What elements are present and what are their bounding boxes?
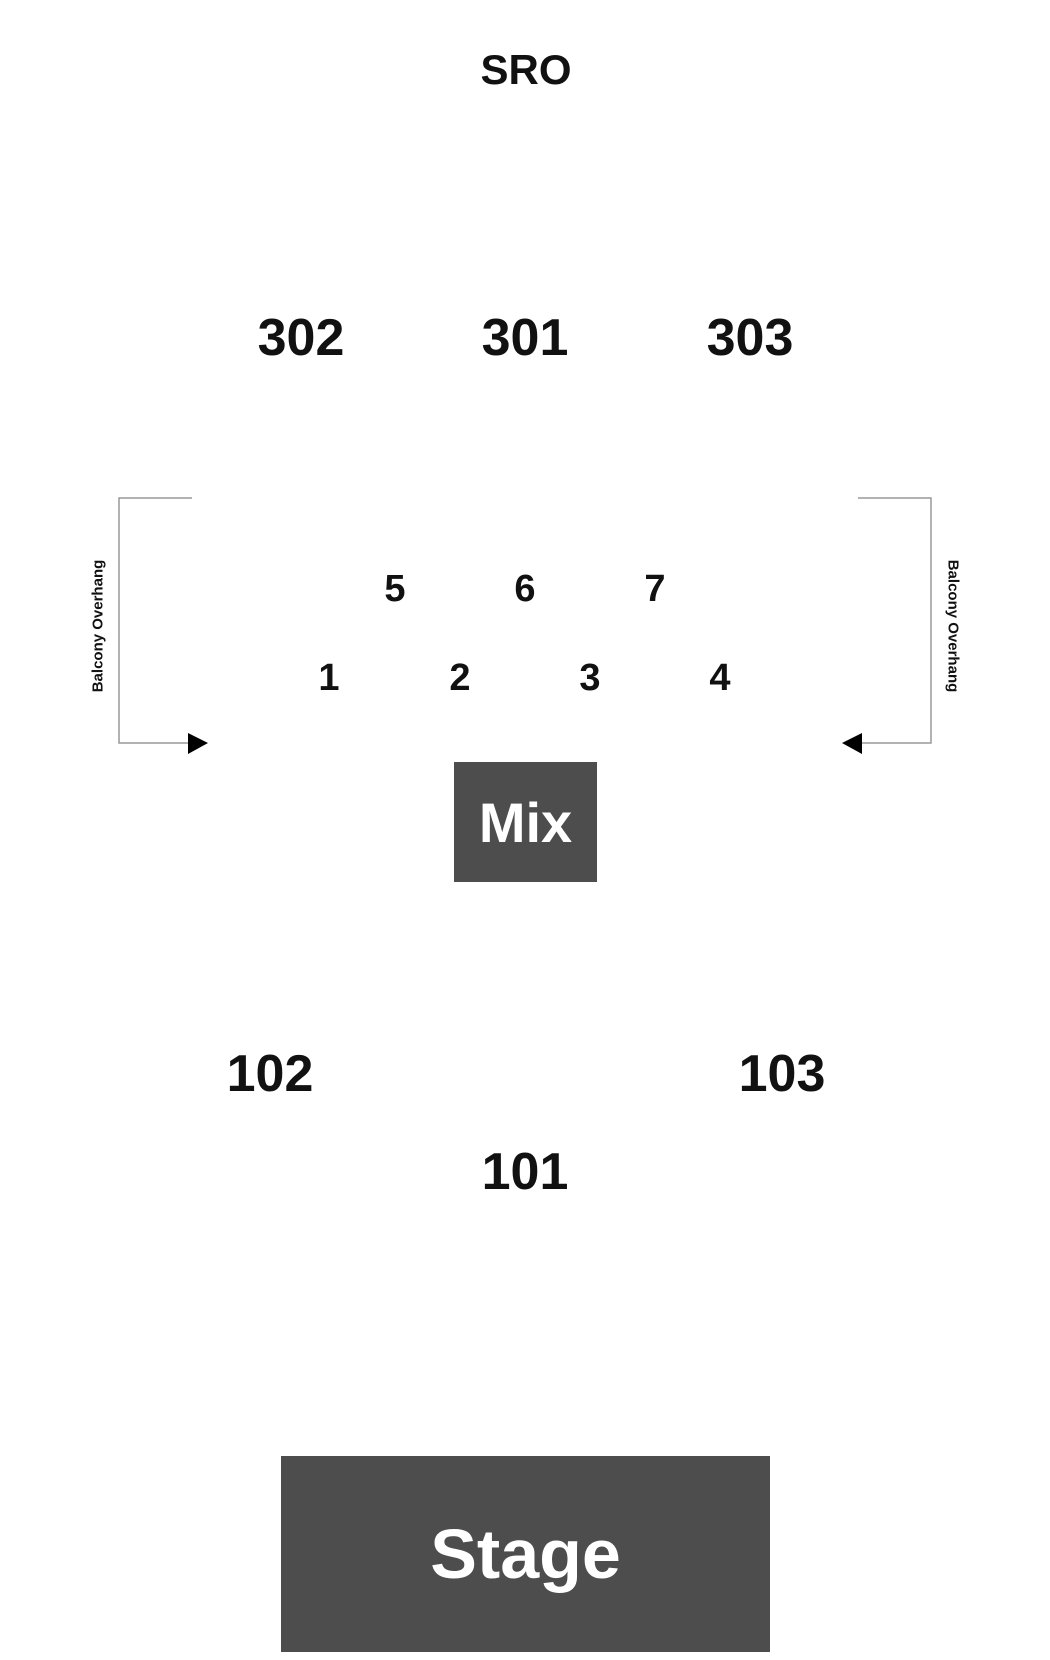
section-1[interactable]: 1 — [318, 657, 340, 699]
stage-label: Stage — [430, 1515, 621, 1593]
mix-label: Mix — [478, 790, 573, 854]
section-6[interactable]: 6 — [514, 568, 536, 610]
section-102[interactable]: 102 — [226, 1045, 314, 1103]
section-7[interactable]: 7 — [644, 568, 666, 610]
section-sro[interactable]: SRO — [480, 46, 572, 93]
section-101[interactable]: 101 — [481, 1143, 569, 1201]
section-3[interactable]: 3 — [579, 657, 601, 699]
balcony-overhang-right-arrow — [842, 733, 862, 754]
section-2[interactable]: 2 — [449, 657, 471, 699]
section-302[interactable]: 302 — [257, 309, 345, 367]
stage: Stage — [281, 1456, 770, 1652]
section-103[interactable]: 103 — [738, 1045, 826, 1103]
balcony-overhang-left-bracket — [118, 497, 192, 744]
section-4[interactable]: 4 — [709, 657, 731, 699]
balcony-overhang-left-label: Balcony Overhang — [89, 559, 107, 693]
balcony-overhang-right-label: Balcony Overhang — [944, 559, 962, 693]
section-5[interactable]: 5 — [384, 568, 406, 610]
section-301[interactable]: 301 — [481, 309, 569, 367]
section-303[interactable]: 303 — [706, 309, 794, 367]
balcony-overhang-left-arrow — [188, 733, 208, 754]
mix-booth: Mix — [454, 762, 597, 882]
balcony-overhang-right-bracket — [858, 497, 932, 744]
